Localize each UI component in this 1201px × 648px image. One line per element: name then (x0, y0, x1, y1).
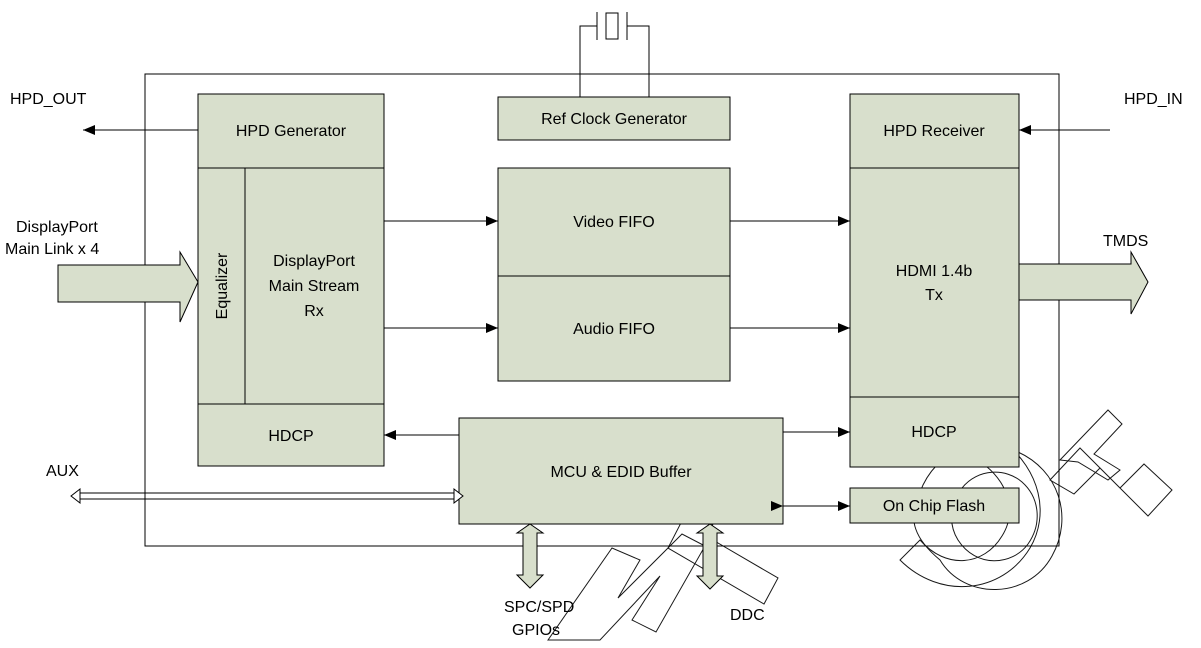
hpd-in-label: HPD_IN (1124, 91, 1183, 108)
video-fifo-block (497, 167, 731, 277)
hpd-receiver-label: HPD Receiver (883, 123, 985, 140)
dp-main-link-arrow (57, 250, 199, 323)
on-chip-flash-block (849, 487, 1020, 524)
crystal-icon (579, 12, 650, 97)
watermark-letter-p (1049, 447, 1173, 517)
hdmi-tx-label-line1: HDMI 1.4b (896, 263, 973, 280)
watermark-letter-y (1058, 409, 1123, 481)
dp-rx-label-line1: DisplayPort (273, 253, 355, 270)
dp-main-link-label-line2: Main Link x 4 (5, 241, 99, 258)
hdcp-rx-label: HDCP (268, 428, 313, 445)
spc-spd-label-line1: SPC/SPD (504, 599, 574, 616)
dp-rx-label-line3: Rx (304, 303, 324, 320)
ref-clock-generator-label: Ref Clock Generator (541, 111, 688, 128)
audio-fifo-block (497, 275, 731, 382)
mcu-edid-label: MCU & EDID Buffer (550, 464, 692, 481)
hdmi-tx-block (849, 167, 1020, 398)
audio-fifo-label: Audio FIFO (573, 321, 655, 338)
hdcp-tx-label: HDCP (911, 424, 956, 441)
hdcp-rx-block (197, 403, 385, 467)
dp-rx-block (197, 167, 385, 405)
aux-label: AUX (46, 463, 79, 480)
hpd-out-label: HPD_OUT (10, 91, 87, 108)
tmds-label: TMDS (1103, 233, 1148, 250)
on-chip-flash-label: On Chip Flash (883, 498, 985, 515)
dp-rx-label-line2: Main Stream (269, 278, 360, 295)
spc-spd-gpio-arrow (515, 523, 545, 589)
aux-arrow (70, 487, 464, 505)
ref-clock-generator-block (497, 96, 731, 141)
hpd-receiver-block (849, 93, 1020, 169)
video-fifo-label: Video FIFO (573, 214, 655, 231)
hpd-generator-block (197, 93, 385, 169)
tmds-arrow (1018, 250, 1149, 315)
mcu-edid-block (458, 417, 784, 525)
chip-boundary (144, 73, 1060, 547)
spc-spd-label-line2: GPIOs (512, 622, 560, 639)
hdmi-tx-label-line2: Tx (925, 287, 943, 304)
dp-main-link-label-line1: DisplayPort (16, 219, 98, 236)
ddc-label: DDC (730, 607, 765, 624)
hpd-generator-label: HPD Generator (236, 123, 347, 140)
watermark-letter-n (547, 533, 706, 641)
ddc-arrow (695, 523, 725, 590)
hdcp-tx-block (849, 396, 1020, 468)
equalizer-label: Equalizer (214, 252, 231, 319)
